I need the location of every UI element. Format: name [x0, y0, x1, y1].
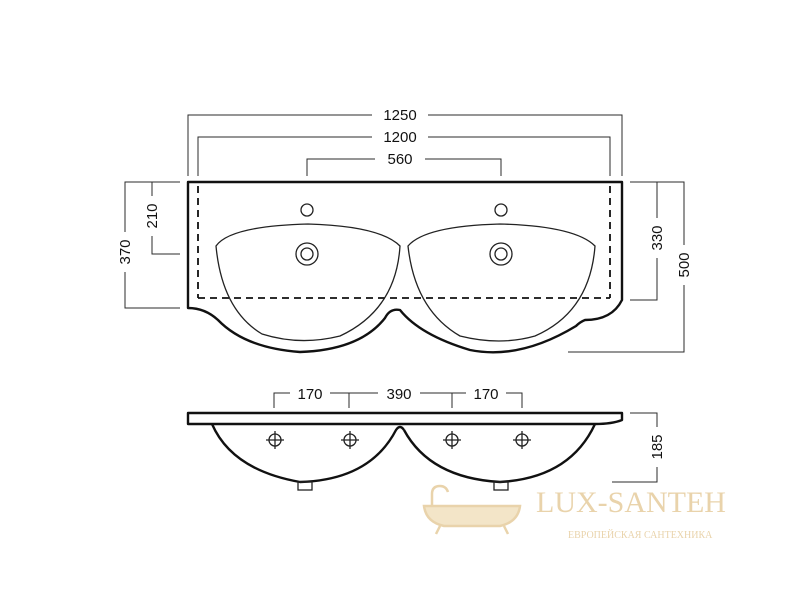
mounting-mark-3	[443, 431, 461, 449]
dim-185-label: 185	[649, 434, 666, 459]
left-bowl	[215, 223, 401, 342]
right-bowl-profile	[402, 423, 597, 484]
dim-1250-label: 1250	[383, 107, 416, 124]
right-drain-outer	[489, 242, 513, 266]
watermark-tagline: ЕВРОПЕЙСКАЯ САНТЕХНИКА	[568, 529, 713, 541]
dim-bowl-height: 185	[612, 412, 666, 483]
mounting-mark-2	[341, 431, 359, 449]
slab-outline	[186, 411, 624, 426]
dim-330-label: 330	[649, 225, 666, 250]
left-tap-hole	[300, 203, 314, 217]
dim-depth-right: 330	[630, 181, 666, 301]
right-tap-hole	[494, 203, 508, 217]
basin-outline	[186, 180, 624, 354]
dim-tap-depth: 210	[144, 181, 180, 255]
dim-overall-width-inner: 1200	[197, 129, 611, 176]
bathtub-icon	[422, 484, 522, 535]
dim-tap-spacing: 560	[306, 151, 502, 176]
mounting-mark-1	[266, 431, 284, 449]
front-view	[186, 411, 624, 491]
left-drain-outer	[295, 242, 319, 266]
dim-1200-label: 1200	[383, 129, 416, 146]
dim-overall-width-outer: 1250	[187, 107, 623, 176]
dim-390-label: 390	[386, 386, 411, 403]
dim-mount-spacing: 170 390 170	[273, 386, 523, 408]
dim-500-label: 500	[676, 252, 693, 277]
left-drain-stub	[297, 481, 313, 491]
dim-370-label: 370	[117, 239, 134, 264]
dim-overall-depth: 500	[568, 181, 693, 353]
dim-210-label: 210	[144, 203, 161, 228]
left-drain-inner	[300, 247, 314, 261]
watermark-logo: LUX-SANTEH ЕВРОПЕЙСКАЯ САНТЕХНИКА	[422, 484, 726, 541]
top-view	[186, 180, 624, 354]
dim-560-label: 560	[387, 151, 412, 168]
right-drain-stub	[493, 481, 509, 491]
mounting-mark-4	[513, 431, 531, 449]
dim-170-right-label: 170	[473, 386, 498, 403]
right-bowl	[407, 223, 596, 342]
watermark-brand: LUX-SANTEH	[536, 486, 726, 519]
right-drain-inner	[494, 247, 508, 261]
dim-170-left-label: 170	[297, 386, 322, 403]
dim-depth-left: 370	[117, 181, 180, 309]
left-bowl-profile	[210, 423, 405, 484]
